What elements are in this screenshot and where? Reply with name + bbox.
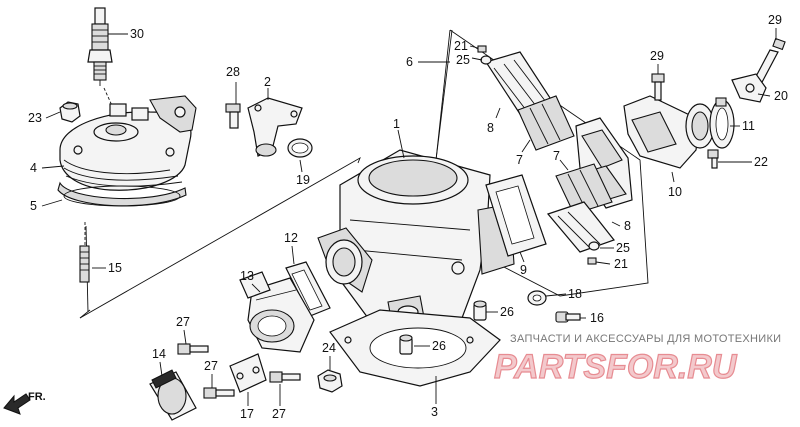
callout-1: 1 bbox=[393, 117, 400, 131]
callout-29-left: 29 bbox=[650, 49, 664, 63]
joint-plate bbox=[229, 353, 267, 393]
reed-petals-top bbox=[517, 95, 575, 151]
screw-21-bottom bbox=[587, 257, 597, 265]
head-nut bbox=[59, 101, 81, 123]
front-label: FR. bbox=[28, 391, 46, 403]
intake-boot bbox=[247, 277, 315, 353]
leader-lines bbox=[41, 28, 777, 406]
callout-16: 16 bbox=[590, 311, 604, 325]
callout-18: 18 bbox=[568, 287, 582, 301]
reed-petals-bottom bbox=[555, 163, 613, 215]
intake-body bbox=[623, 95, 715, 169]
bolt-27-c bbox=[269, 371, 301, 383]
bolt-27-b bbox=[203, 387, 235, 399]
dowel-pin-a bbox=[473, 300, 487, 321]
callout-22: 22 bbox=[754, 155, 768, 169]
callout-4: 4 bbox=[30, 161, 37, 175]
washer-25-top bbox=[480, 55, 492, 65]
water-outlet bbox=[247, 97, 303, 157]
callout-2: 2 bbox=[264, 75, 271, 89]
cylinder bbox=[317, 149, 515, 341]
callout-3: 3 bbox=[431, 405, 438, 419]
callout-26-upper: 26 bbox=[500, 305, 514, 319]
callout-7-right: 7 bbox=[553, 149, 560, 163]
intake-clamp bbox=[709, 97, 735, 149]
callout-6: 6 bbox=[406, 55, 413, 69]
callout-28: 28 bbox=[226, 65, 240, 79]
o-ring bbox=[287, 138, 313, 158]
stud-bolt bbox=[79, 222, 90, 283]
callout-27-b: 27 bbox=[204, 359, 218, 373]
callout-20: 20 bbox=[774, 89, 788, 103]
intake-insulator bbox=[149, 369, 197, 421]
callout-21-bottom: 21 bbox=[614, 257, 628, 271]
callout-5: 5 bbox=[30, 199, 37, 213]
watermark-brand: PARTSFOR.RU bbox=[494, 348, 738, 386]
watermark: ЗАПЧАСТИ И АКСЕССУАРЫ ДЛЯ МОТОТЕХНИКИ PA… bbox=[493, 333, 781, 387]
spark-plug bbox=[87, 7, 115, 111]
callout-8-bottom: 8 bbox=[624, 219, 631, 233]
watermark-caption: ЗАПЧАСТИ И АКСЕССУАРЫ ДЛЯ МОТОТЕХНИКИ bbox=[510, 333, 781, 345]
callout-15: 15 bbox=[108, 261, 122, 275]
callout-8-top: 8 bbox=[487, 121, 494, 135]
callout-11: 11 bbox=[742, 119, 755, 133]
callout-25-bottom: 25 bbox=[616, 241, 630, 255]
intake-gasket bbox=[285, 261, 331, 317]
front-direction-arrow: FR. bbox=[3, 391, 46, 415]
callout-25-top: 25 bbox=[456, 53, 470, 67]
callout-12: 12 bbox=[284, 231, 298, 245]
sealing-washer bbox=[527, 290, 547, 306]
callout-13: 13 bbox=[240, 269, 254, 283]
callout-labels: 30 28 2 23 4 5 15 19 1 6 21 25 8 7 7 8 2… bbox=[28, 13, 788, 421]
bolt-29-left bbox=[651, 73, 665, 101]
cylinder-head bbox=[57, 95, 197, 207]
callout-10: 10 bbox=[668, 185, 682, 199]
callout-21-top: 21 bbox=[454, 39, 468, 53]
bolt-22 bbox=[707, 149, 719, 169]
callout-17: 17 bbox=[240, 407, 254, 421]
nut-24 bbox=[317, 369, 343, 393]
bolt-27-a bbox=[177, 343, 209, 355]
callout-7-left: 7 bbox=[516, 153, 523, 167]
dowel-pin-b bbox=[399, 334, 413, 355]
callout-9: 9 bbox=[520, 263, 527, 277]
callout-27-a: 27 bbox=[176, 315, 190, 329]
drain-bolt bbox=[555, 311, 581, 323]
callout-26-lower: 26 bbox=[432, 339, 446, 353]
callout-27-c: 27 bbox=[272, 407, 286, 421]
washer-25-bottom bbox=[588, 241, 600, 251]
base-gasket bbox=[329, 309, 501, 387]
callout-24: 24 bbox=[322, 341, 336, 355]
reed-gasket bbox=[485, 174, 547, 257]
callout-30: 30 bbox=[130, 27, 144, 41]
callout-23: 23 bbox=[28, 111, 42, 125]
callout-29-right: 29 bbox=[768, 13, 782, 27]
callout-19: 19 bbox=[296, 173, 310, 187]
boot-flange bbox=[239, 271, 271, 299]
screw-21-top bbox=[477, 45, 487, 53]
bolt-28 bbox=[225, 103, 241, 129]
reed-stopper-bottom bbox=[546, 201, 615, 253]
callout-14: 14 bbox=[152, 347, 166, 361]
